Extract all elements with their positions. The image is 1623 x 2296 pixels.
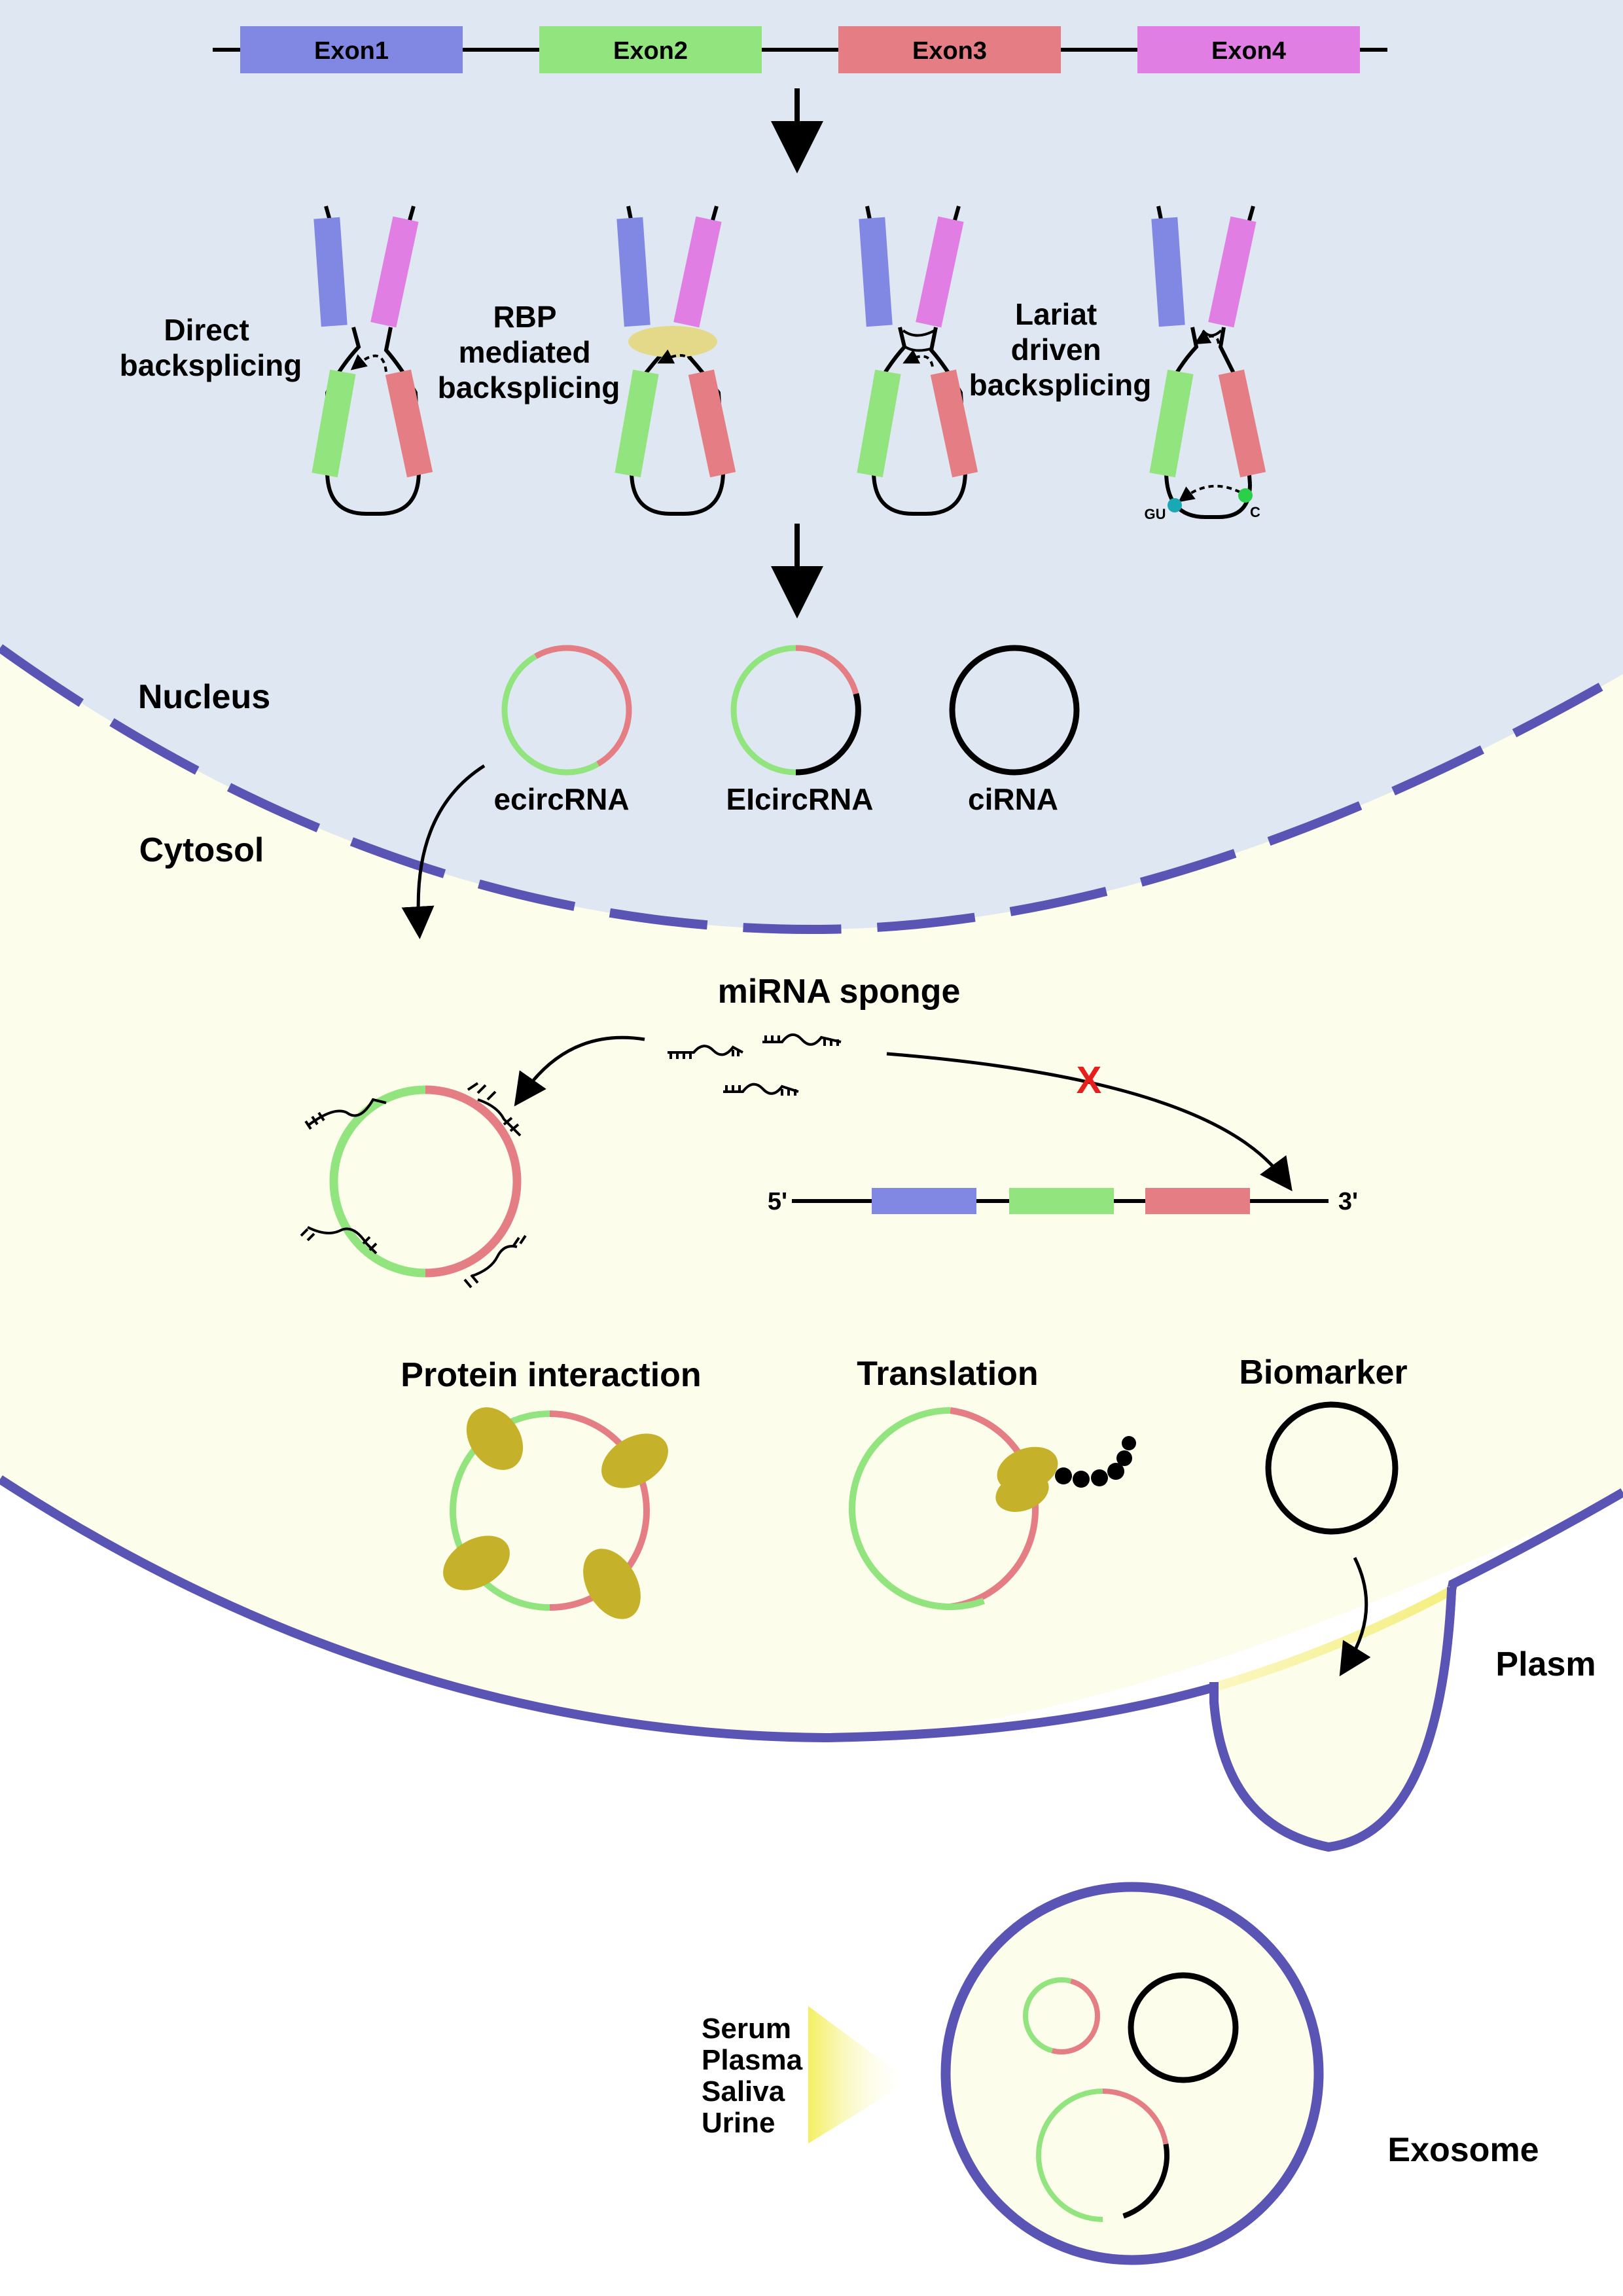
cirna-label: ciRNA xyxy=(968,782,1058,816)
nuclear-envelope xyxy=(0,644,1623,935)
exosome-ecircrna xyxy=(1023,1977,1100,2054)
mrna-5-label: 5' xyxy=(768,1188,787,1215)
exosome-vesicle xyxy=(940,1882,1324,2265)
rbp-backsplicing-label: RBP mediated backsplicing xyxy=(438,300,620,404)
direct-backsplicing-structure xyxy=(312,206,433,516)
protein-blob-1 xyxy=(466,1407,524,1470)
rbp-protein xyxy=(628,326,717,357)
biomarker-circrna xyxy=(1265,1401,1399,1535)
ribosome-icon xyxy=(995,1446,1058,1512)
fluid-urine: Urine xyxy=(702,2107,775,2139)
mirna-icon-3 xyxy=(723,1083,799,1096)
cirna-circle xyxy=(949,645,1080,776)
fluid-plasma: Plasma xyxy=(702,2044,803,2076)
translation-label: Translation xyxy=(857,1355,1038,1393)
mirna-sponge-label: miRNA sponge xyxy=(718,973,961,1011)
cytosol-label: Cytosol xyxy=(139,831,264,869)
peptide-chain-icon xyxy=(1055,1436,1136,1488)
protein-blob-4 xyxy=(583,1549,641,1619)
eicircrna-label: EIcircRNA xyxy=(726,782,874,816)
fluid-saliva: Saliva xyxy=(702,2075,785,2108)
membrane-pore xyxy=(1213,1586,1454,1692)
exon1-label: Exon1 xyxy=(314,37,389,65)
protein-interaction-circrna xyxy=(443,1407,668,1619)
exon3-box: Exon3 xyxy=(838,26,1061,73)
blocked-x-mark: X xyxy=(1077,1059,1102,1102)
translation-circrna xyxy=(849,1407,1136,1610)
protein-blob-2 xyxy=(601,1433,668,1488)
lariat-backsplicing-label: Lariat driven backsplicing xyxy=(969,297,1152,402)
exosome-eicircrna xyxy=(1036,2089,1170,2222)
c-label: C xyxy=(1250,504,1260,520)
lariat-label-line2: driven xyxy=(1011,332,1101,367)
intron-pairing-backsplicing-structure xyxy=(857,206,978,516)
bud-membrane xyxy=(1209,1587,1456,1852)
fluid-serum: Serum xyxy=(702,2013,791,2045)
direct-backsplicing-label: Direct backsplicing xyxy=(120,313,302,382)
exosome-bud xyxy=(1214,1590,1452,1847)
c-site-dot xyxy=(1238,488,1253,503)
rbp-label-line3: backsplicing xyxy=(438,370,620,404)
rbp-label-line2: mediated xyxy=(459,335,591,369)
eicircrna-circle xyxy=(730,645,861,776)
biomarker-label: Biomarker xyxy=(1239,1354,1407,1391)
exosome-cirna xyxy=(1128,1972,1239,2083)
exon4-label: Exon4 xyxy=(1211,37,1286,65)
lariat-backsplicing-structure: GU C xyxy=(1145,206,1266,522)
biomarker-arrow-icon xyxy=(1339,1556,1371,1677)
mrna-transcript: 5' 3' xyxy=(768,1188,1358,1215)
sponge-arrow-icon xyxy=(514,1035,645,1107)
gu-label: GU xyxy=(1145,506,1166,522)
exon3-label: Exon3 xyxy=(912,37,987,65)
exon1-box: Exon1 xyxy=(240,26,463,73)
ecircrna-label: ecircRNA xyxy=(493,782,629,816)
exon2-label: Exon2 xyxy=(613,37,688,65)
lariat-label-line3: backsplicing xyxy=(969,368,1152,402)
curved-arrow-icon xyxy=(401,764,486,939)
nucleus-label: Nucleus xyxy=(138,678,270,716)
sponge-circrna xyxy=(300,1082,527,1289)
exosome-label: Exosome xyxy=(1387,2131,1539,2169)
ecircrna-circle xyxy=(501,645,632,776)
lariat-label-line1: Lariat xyxy=(1015,297,1097,331)
protein-blob-3 xyxy=(443,1535,510,1590)
mirna-icon xyxy=(668,1045,743,1059)
body-fluid-wedge xyxy=(808,2006,910,2144)
mrna-3-label: 3' xyxy=(1338,1188,1358,1215)
exon4-box: Exon4 xyxy=(1137,26,1360,73)
direct-label-line2: backsplicing xyxy=(120,348,302,382)
exon2-box: Exon2 xyxy=(539,26,762,73)
mirna-icon-2 xyxy=(762,1033,842,1046)
direct-label-line1: Direct xyxy=(164,313,249,347)
body-fluid-list: Serum Plasma Saliva Urine xyxy=(702,2013,810,2139)
blocked-arrow-icon xyxy=(886,1052,1293,1192)
rbp-label-line1: RBP xyxy=(493,300,556,334)
gu-site-dot xyxy=(1168,498,1182,512)
protein-interaction-label: Protein interaction xyxy=(401,1356,701,1394)
rbp-backsplicing-structure xyxy=(615,206,736,516)
plasm-label: Plasm xyxy=(1495,1645,1596,1683)
